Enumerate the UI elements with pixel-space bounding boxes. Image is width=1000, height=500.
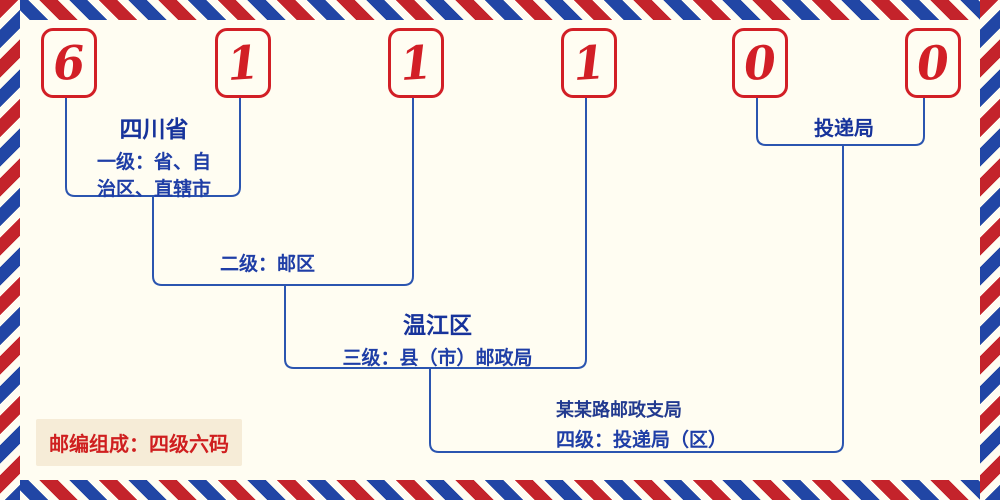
postal-digit-box-2: 1 [215, 28, 271, 98]
postal-digit-box-1: 6 [41, 28, 97, 98]
level4-branch-name: 某某路邮政支局 [556, 400, 682, 420]
level1-annotation: 四川省 一级：省、自治区、直辖市 [68, 110, 240, 203]
postal-digit-box-5: 0 [732, 28, 788, 98]
postal-digit-box-6: 0 [905, 28, 961, 98]
postal-code-composition-note: 邮编组成：四级六码 [36, 419, 242, 466]
airmail-border-left [0, 0, 20, 500]
postal-digit-box-3: 1 [388, 28, 444, 98]
postal-digit: 0 [915, 34, 951, 92]
level1-region-name: 四川省 [119, 116, 189, 142]
level3-region-name: 温江区 [403, 312, 472, 338]
delivery-office-label: 投递局 [814, 118, 874, 140]
postal-digit: 1 [225, 34, 261, 92]
postal-digit: 1 [571, 34, 607, 92]
airmail-border-right [980, 0, 1000, 500]
postal-digit: 6 [51, 34, 87, 92]
level2-description: 二级：邮区 [220, 254, 316, 275]
level3-annotation: 温江区 三级：县（市）邮政局 [330, 306, 545, 373]
level3-description: 三级：县（市）邮政局 [342, 348, 533, 369]
level1-description: 一级：省、自治区、直辖市 [96, 152, 211, 200]
postal-digit: 0 [742, 34, 778, 92]
level4-description: 四级：投递局（区） [556, 430, 728, 451]
postal-digit-box-4: 1 [561, 28, 617, 98]
postal-digit: 1 [398, 34, 434, 92]
airmail-border-top [0, 0, 1000, 20]
airmail-border-bottom [0, 480, 1000, 500]
